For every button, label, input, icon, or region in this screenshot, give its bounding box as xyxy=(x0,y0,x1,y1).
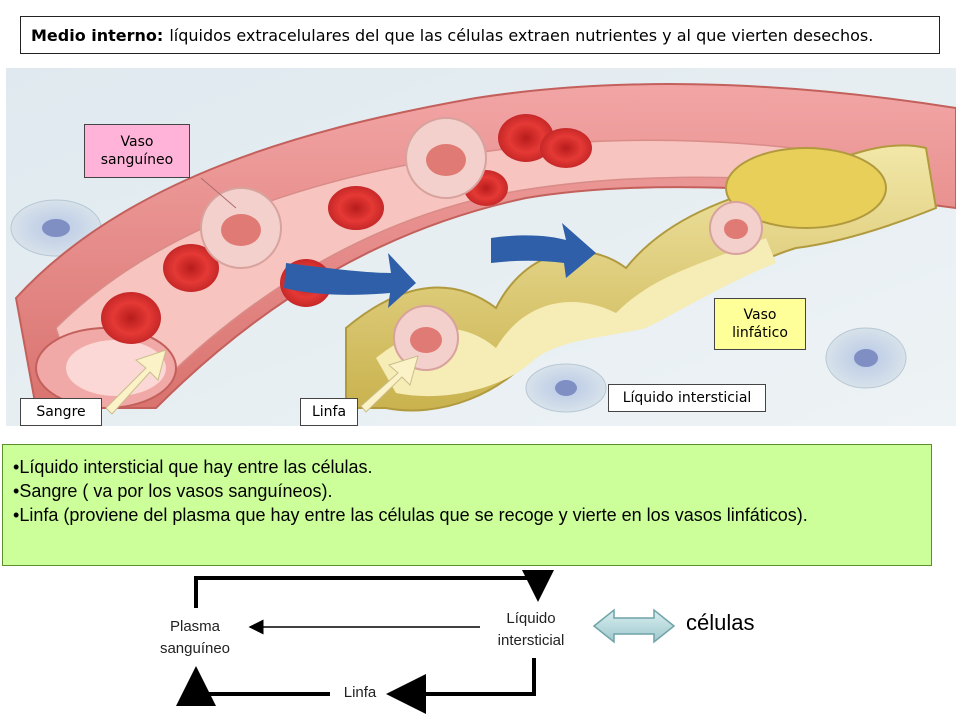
definition-term: Medio interno: xyxy=(31,25,164,45)
flow-liquido-line1: Líquido xyxy=(506,610,556,627)
vessel-drawing xyxy=(6,68,956,426)
info-item-liquido: Líquido intersticial que hay entre las c… xyxy=(13,455,921,479)
definition-text: líquidos extracelulares del que las célu… xyxy=(169,25,874,45)
blue-arrow-2 xyxy=(491,223,596,278)
info-list: Líquido intersticial que hay entre las c… xyxy=(13,455,921,527)
flow-node-linfa: Linfa xyxy=(343,684,377,701)
blue-arrow-1 xyxy=(284,253,416,308)
label-vaso-sanguineo: Vaso sanguíneo xyxy=(84,124,190,178)
flow-liquido-line2: intersticial xyxy=(497,632,565,649)
label-vaso-linfatico-line1: Vaso xyxy=(743,307,777,323)
flow-diagram xyxy=(176,570,676,714)
leader-line xyxy=(200,177,237,209)
flow-line-plasma-to-liquido xyxy=(194,570,558,608)
pointer-arrow-sangre xyxy=(105,349,167,415)
vessel-illustration xyxy=(6,68,956,426)
flow-arrows xyxy=(284,223,596,308)
label-liquido-intersticial: Líquido intersticial xyxy=(608,384,766,412)
label-vaso-sanguineo-line1: Vaso xyxy=(120,134,154,150)
double-arrow-exchange xyxy=(592,608,676,644)
info-box: Líquido intersticial que hay entre las c… xyxy=(2,444,932,566)
label-linfa: Linfa xyxy=(300,398,358,426)
label-vaso-sanguineo-line2: sanguíneo xyxy=(100,152,174,168)
flow-node-liquido: Líquido intersticial xyxy=(476,608,586,652)
flow-plasma-line2: sanguíneo xyxy=(159,640,231,657)
definition-banner: Medio interno: líquidos extracelulares d… xyxy=(20,16,940,54)
pointer-arrow-linfa xyxy=(360,355,419,413)
pointer-arrows xyxy=(105,349,419,415)
info-item-linfa: Linfa (proviene del plasma que hay entre… xyxy=(13,503,921,527)
flow-line-linfa-to-plasma xyxy=(176,666,330,706)
flow-plasma-line1: Plasma xyxy=(169,618,221,635)
label-vaso-linfatico-line2: linfático xyxy=(732,325,788,341)
label-sangre: Sangre xyxy=(20,398,102,426)
info-item-sangre: Sangre ( va por los vasos sanguíneos). xyxy=(13,479,921,503)
flow-node-plasma: Plasma sanguíneo xyxy=(140,616,250,660)
flow-node-celulas: células xyxy=(686,610,755,635)
flow-line-liquido-to-linfa xyxy=(386,658,536,714)
lymph-vessel xyxy=(345,144,938,412)
label-vaso-linfatico: Vaso linfático xyxy=(714,298,806,350)
